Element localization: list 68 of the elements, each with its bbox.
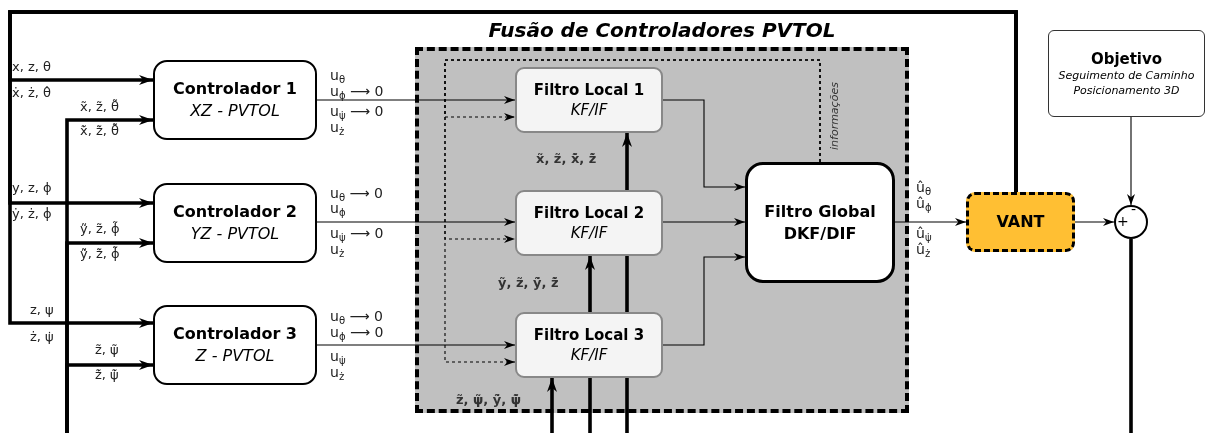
box-title: VANT xyxy=(996,211,1045,233)
arrow xyxy=(65,360,153,433)
arrow xyxy=(894,218,967,226)
controller-box xyxy=(153,183,317,263)
arrow xyxy=(316,96,516,104)
arrow xyxy=(1127,116,1135,206)
connector-line xyxy=(1129,239,1133,433)
sign-label: + xyxy=(1117,214,1129,228)
sign-label: - xyxy=(1131,202,1137,216)
filter-box xyxy=(515,67,663,133)
box-subtitle: KF/IF xyxy=(570,345,608,366)
box-title: Controlador 1 xyxy=(173,78,297,100)
filter-box xyxy=(515,312,663,378)
box-title: Objetivo xyxy=(1090,48,1163,69)
signal-label: z̃, ψ̃ xyxy=(95,343,119,357)
edge-label: informações xyxy=(828,82,841,150)
edge-label: z̃, ψ̃, ỹ̇, ψ̃̇ xyxy=(456,392,522,407)
signal-label: u$_{θ}$ ⟶ 0 xyxy=(330,186,383,200)
arrow xyxy=(444,59,821,366)
box-subtitle: Z - PVTOL xyxy=(195,345,275,367)
signal-label: û$_{θ}$ xyxy=(916,180,932,194)
signal-label: ż, ψ̇ xyxy=(30,330,54,344)
signal-label: ẏ, ż, ϕ̇ xyxy=(12,207,52,221)
arrow xyxy=(8,10,1018,328)
signal-label: u$_{ż}$ xyxy=(330,120,345,134)
arrow xyxy=(316,218,516,226)
signal-label: u$_{ż}$ xyxy=(330,365,345,379)
global-filter-box xyxy=(745,162,895,283)
signal-label: z, ψ xyxy=(30,303,54,317)
group-title: Fusão de Controladores PVTOL xyxy=(487,18,837,42)
box-title: Controlador 2 xyxy=(173,201,297,223)
signal-label: ỹ, z̃, ϕ̃ xyxy=(80,222,120,236)
filter-box xyxy=(515,190,663,256)
box-title: Filtro Local 1 xyxy=(533,79,645,100)
signal-label: u$_{θ}$ xyxy=(330,68,346,82)
signal-label: u$_{θ}$ ⟶ 0 xyxy=(330,309,383,323)
controller-box xyxy=(153,60,317,140)
controller-box xyxy=(153,305,317,385)
signal-label: x̃, z̃, θ̃ xyxy=(80,100,119,114)
signal-label: z̃̇, ψ̃̇ xyxy=(95,368,119,382)
objective-box xyxy=(1048,30,1205,117)
vehicle-box xyxy=(966,192,1075,252)
arrow xyxy=(316,341,516,349)
box-subtitle: KF/IF xyxy=(570,223,608,244)
arrow xyxy=(662,218,746,226)
box-subtitle: Seguimento de Caminho Posicionamento 3D xyxy=(1057,68,1196,99)
signal-label: u$_{ż}$ xyxy=(330,242,345,256)
box-subtitle: KF/IF xyxy=(570,100,608,121)
signal-label: ẋ, ż, θ̇ xyxy=(12,86,51,100)
box-title: Filtro Local 2 xyxy=(533,202,645,223)
box-title: Controlador 3 xyxy=(173,323,297,345)
signal-label: x̃̇, z̃̇, θ̃̇ xyxy=(80,124,119,138)
box-subtitle: YZ - PVTOL xyxy=(190,223,280,245)
signal-label: y, z, ϕ xyxy=(12,181,52,195)
arrow xyxy=(662,99,746,191)
signal-label: û$_{ż}$ xyxy=(916,242,931,256)
arrow xyxy=(547,378,557,433)
arrow xyxy=(1074,218,1115,226)
box-subtitle: XZ - PVTOL xyxy=(190,100,280,122)
summing-junction xyxy=(1114,205,1148,239)
box-title: Filtro Global xyxy=(764,200,876,223)
edge-label: ỹ, z̃, ỹ̇, z̃̇ xyxy=(498,275,559,290)
edge-label: x̃, z̃, x̃̇, z̃̇ xyxy=(536,151,597,166)
box-subtitle: DKF/DIF xyxy=(783,222,857,245)
arrow xyxy=(662,253,746,346)
signal-label: ỹ̇, z̃̇, ϕ̃̇ xyxy=(80,247,120,261)
signal-label: x, z, θ xyxy=(12,60,51,74)
box-title: Filtro Local 3 xyxy=(533,324,645,345)
